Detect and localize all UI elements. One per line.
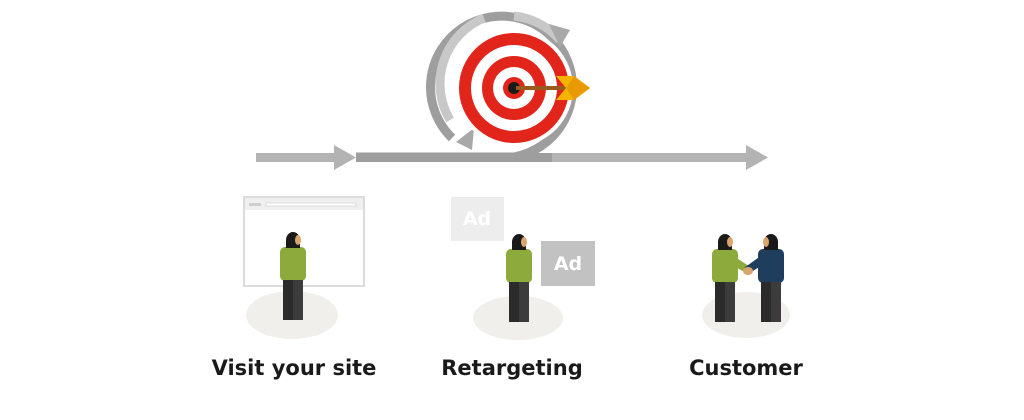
- step-label-visit: Visit your site: [211, 356, 377, 380]
- step-label-retargeting: Retargeting: [441, 356, 583, 380]
- retargeting-loop: [356, 11, 577, 162]
- ad-badge-1: Ad: [451, 197, 504, 241]
- target-icon: [455, 29, 573, 147]
- step-label-customer: Customer: [689, 356, 803, 380]
- handshake-icon: [743, 267, 753, 275]
- ad-label-1: Ad: [463, 208, 491, 230]
- customer-person-icon: [712, 234, 752, 322]
- ad-badge-2: Ad: [541, 241, 595, 286]
- visitor-person-icon: [280, 232, 306, 320]
- loop-arrowhead-icon: [549, 24, 570, 47]
- ad-label-2: Ad: [554, 253, 582, 275]
- retargeted-person-icon: [506, 234, 532, 322]
- loop-arrowhead-icon: [456, 128, 474, 150]
- dart-icon: [516, 76, 590, 100]
